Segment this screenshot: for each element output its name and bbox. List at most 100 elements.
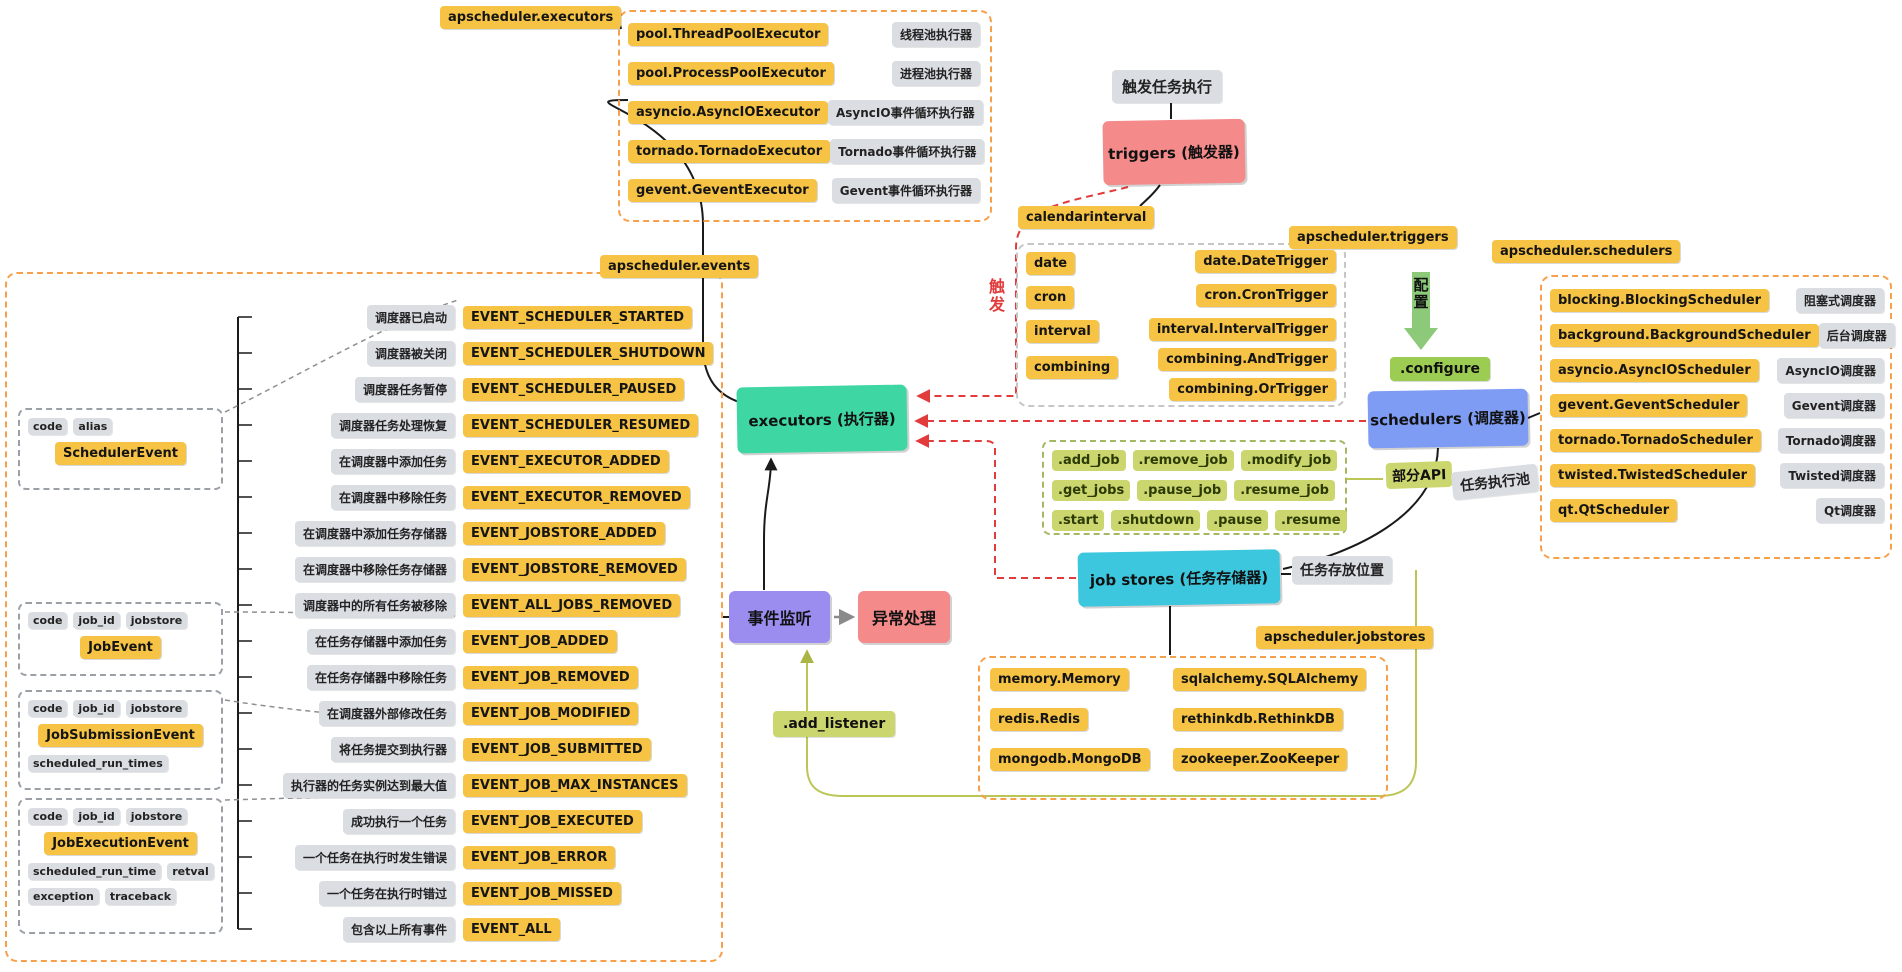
- event-desc-badge: 在调度器中移除任务: [330, 485, 455, 510]
- field-badge: job_id: [73, 700, 120, 717]
- event-name-badge: EVENT_JOB_EXECUTED: [463, 810, 642, 833]
- configure-label: 配置: [1413, 276, 1429, 312]
- scheduler-row: blocking.BlockingScheduler 阻塞式调度器: [1550, 288, 1884, 313]
- field-badge: code: [28, 700, 68, 717]
- api-method-badge: .resume: [1275, 510, 1347, 531]
- event-name-badge: EVENT_JOB_MAX_INSTANCES: [463, 774, 687, 797]
- jobstore-name-badge: zookeeper.ZooKeeper: [1173, 748, 1348, 771]
- scheduler-name-badge: qt.QtScheduler: [1550, 499, 1678, 522]
- trigger-impl-badge: interval.IntervalTrigger: [1148, 318, 1336, 341]
- event-name-badge: EVENT_ALL_JOBS_REMOVED: [463, 594, 681, 617]
- api-panel: [1042, 440, 1347, 535]
- executor-name-badge: gevent.GeventExecutor: [628, 179, 817, 202]
- api-method-badge: .remove_job: [1132, 450, 1234, 471]
- event-row: 一个任务在执行时错过 EVENT_JOB_MISSED: [245, 881, 707, 906]
- module-badge-schedulers: apscheduler.schedulers: [1492, 240, 1681, 263]
- event-row: 调度器已启动 EVENT_SCHEDULER_STARTED: [245, 305, 707, 330]
- configure-method-badge: .configure: [1390, 357, 1490, 381]
- executor-desc-badge: Gevent事件循环执行器: [831, 178, 980, 203]
- event-row: 在调度器中移除任务存储器 EVENT_JOBSTORE_REMOVED: [245, 557, 707, 582]
- field-badge: traceback: [104, 888, 177, 905]
- scheduler-name-badge: gevent.GeventScheduler: [1550, 394, 1748, 417]
- scheduler-name-badge: twisted.TwistedScheduler: [1550, 464, 1756, 487]
- executor-row: pool.ProcessPoolExecutor 进程池执行器: [628, 61, 980, 86]
- calendarinterval-badge: calendarinterval: [1018, 206, 1155, 229]
- api-method-badge: .get_jobs: [1052, 480, 1131, 501]
- executor-row: asyncio.AsyncIOExecutor AsyncIO事件循环执行器: [628, 100, 983, 125]
- event-name-badge: EVENT_EXECUTOR_REMOVED: [463, 486, 690, 509]
- event-name-badge: EVENT_JOB_MISSED: [463, 882, 621, 905]
- event-name-badge: EVENT_JOBSTORE_REMOVED: [463, 558, 686, 581]
- configure-arrow-head: [1404, 328, 1438, 350]
- event-class-job-submission-event: code job_id jobstore JobSubmissionEvent …: [18, 690, 223, 790]
- field-badge: exception: [28, 888, 99, 905]
- jobstore-name-badge: memory.Memory: [990, 668, 1129, 691]
- events-panel: [5, 272, 723, 962]
- executor-desc-badge: 线程池执行器: [891, 22, 980, 47]
- executor-desc-badge: 进程池执行器: [891, 61, 980, 86]
- scheduler-row: asyncio.AsyncIOScheduler AsyncIO调度器: [1550, 358, 1884, 383]
- event-desc-badge: 调度器已启动: [366, 305, 455, 330]
- event-name-badge: EVENT_JOB_SUBMITTED: [463, 738, 651, 761]
- event-class-job-execution-event: code job_id jobstore JobExecutionEvent s…: [18, 798, 223, 934]
- executor-row: tornado.TornadoExecutor Tornado事件循环执行器: [628, 139, 985, 164]
- partial-api-badge: 部分API: [1385, 460, 1453, 490]
- trigger-impl-badge: cron.CronTrigger: [1196, 284, 1336, 307]
- jobstore-name-badge: mongodb.MongoDB: [990, 748, 1150, 771]
- event-listener-node: 事件监听: [729, 591, 830, 643]
- api-method-badge: .start: [1052, 510, 1105, 531]
- event-name-badge: EVENT_SCHEDULER_RESUMED: [463, 414, 699, 437]
- api-method-row: .get_jobs .pause_job .resume_job: [1052, 480, 1335, 501]
- event-row: 调度器中的所有任务被移除 EVENT_ALL_JOBS_REMOVED: [245, 593, 707, 618]
- jobstore-row: redis.Redis rethinkdb.RethinkDB: [990, 708, 1378, 731]
- api-method-badge: .pause_job: [1137, 480, 1228, 501]
- schedulers-node: schedulers (调度器): [1367, 388, 1529, 449]
- trigger-key-badge: date: [1026, 252, 1076, 275]
- scheduler-desc-badge: 阻塞式调度器: [1795, 288, 1884, 313]
- executor-name-badge: tornado.TornadoExecutor: [628, 140, 831, 163]
- event-desc-badge: 在调度器中添加任务: [330, 449, 455, 474]
- executors-panel: [618, 10, 992, 222]
- trigger-impl-badge: combining.AndTrigger: [1158, 348, 1336, 371]
- event-row: 在调度器中添加任务 EVENT_EXECUTOR_ADDED: [245, 449, 707, 474]
- scheduler-desc-badge: 后台调度器: [1818, 323, 1895, 348]
- module-badge-triggers: apscheduler.triggers: [1289, 226, 1457, 249]
- event-name-badge: EVENT_ALL: [463, 918, 560, 941]
- event-name-badge: EVENT_JOBSTORE_ADDED: [463, 522, 665, 545]
- scheduler-name-badge: tornado.TornadoScheduler: [1550, 429, 1761, 452]
- executor-desc-badge: AsyncIO事件循环执行器: [828, 100, 983, 125]
- scheduler-row: background.BackgroundScheduler 后台调度器: [1550, 323, 1895, 348]
- api-method-badge: .add_job: [1052, 450, 1126, 471]
- jobstore-row: mongodb.MongoDB zookeeper.ZooKeeper: [990, 748, 1378, 771]
- scheduler-name-badge: background.BackgroundScheduler: [1550, 324, 1819, 347]
- event-desc-badge: 调度器任务暂停: [354, 377, 455, 402]
- event-desc-badge: 将任务提交到执行器: [330, 737, 455, 762]
- module-badge-jobstores: apscheduler.jobstores: [1256, 626, 1434, 649]
- event-name-badge: EVENT_JOB_REMOVED: [463, 666, 638, 689]
- event-row: 在调度器外部修改任务 EVENT_JOB_MODIFIED: [245, 701, 707, 726]
- executor-name-badge: asyncio.AsyncIOExecutor: [628, 101, 828, 124]
- executor-name-badge: pool.ThreadPoolExecutor: [628, 23, 829, 46]
- executors-node: executors (执行器): [736, 384, 908, 454]
- trigger-key-badge: interval: [1026, 320, 1099, 343]
- executor-row: pool.ThreadPoolExecutor 线程池执行器: [628, 22, 980, 47]
- jobstores-node: job stores (任务存储器): [1077, 549, 1281, 607]
- event-class-job-event: code job_id jobstore JobEvent: [18, 602, 223, 676]
- trigger-impl-badge: date.DateTrigger: [1195, 250, 1336, 273]
- event-desc-badge: 成功执行一个任务: [342, 809, 455, 834]
- executor-desc-badge: Tornado事件循环执行器: [830, 139, 985, 164]
- event-row: 在任务存储器中移除任务 EVENT_JOB_REMOVED: [245, 665, 707, 690]
- field-badge: scheduled_run_time: [28, 863, 162, 880]
- configure-arrow-stem: [1412, 272, 1430, 328]
- scheduler-desc-badge: Gevent调度器: [1783, 393, 1884, 418]
- schedulers-panel: [1540, 275, 1892, 559]
- event-row: 在调度器中移除任务 EVENT_EXECUTOR_REMOVED: [245, 485, 707, 510]
- event-row: 包含以上所有事件 EVENT_ALL: [245, 917, 707, 942]
- event-row: 一个任务在执行时发生错误 EVENT_JOB_ERROR: [245, 845, 707, 870]
- api-method-badge: .pause: [1207, 510, 1269, 531]
- trigger-key-badge: cron: [1026, 286, 1075, 309]
- event-name-badge: EVENT_SCHEDULER_PAUSED: [463, 378, 685, 401]
- event-name-badge: EVENT_SCHEDULER_STARTED: [463, 306, 693, 329]
- exception-handling-node: 异常处理: [858, 591, 950, 643]
- event-name-badge: EVENT_JOB_ADDED: [463, 630, 617, 653]
